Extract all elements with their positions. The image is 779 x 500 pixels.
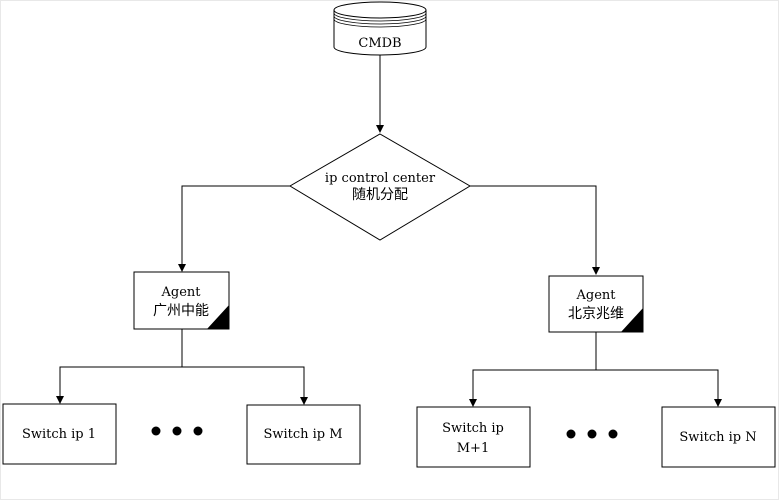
switch-m-label: Switch ip M — [263, 427, 342, 442]
agent-guangzhou-line1: Agent — [161, 285, 202, 300]
agent-corner-mark — [621, 308, 643, 332]
connector-to-switch-1 — [56, 366, 182, 404]
connector-to-switch-n — [596, 369, 722, 407]
ellipsis-right — [566, 429, 618, 439]
connector-center-agent-beijing — [470, 185, 600, 275]
cmdb-label: CMDB — [358, 36, 401, 51]
switch-box-1: Switch ip 1 — [2, 403, 117, 465]
switch-box-m: Switch ip M — [246, 404, 361, 465]
center-label-line1: ip control center — [325, 171, 436, 186]
switch-n-label: Switch ip N — [679, 430, 756, 445]
agent-beijing: Agent 北京兆维 — [548, 275, 644, 333]
switch-1-label: Switch ip 1 — [22, 427, 96, 442]
agent-corner-mark — [207, 305, 229, 329]
center-label-line2: 随机分配 — [352, 187, 408, 203]
ellipsis-left — [151, 426, 203, 436]
agent-beijing-line1: Agent — [576, 288, 617, 303]
switch-m-plus-1-label-line1: Switch ip — [442, 421, 504, 436]
switch-box-m-plus-1: Switch ip M+1 — [416, 406, 531, 468]
agent-guangzhou-line2: 广州中能 — [153, 303, 209, 319]
ip-control-center: ip control center 随机分配 — [289, 133, 471, 241]
agent-beijing-line2: 北京兆维 — [568, 306, 624, 322]
connector-to-switch-m — [182, 366, 308, 405]
switch-m-plus-1-label-line2: M+1 — [457, 441, 489, 456]
connector-to-switch-m-plus-1 — [469, 369, 596, 407]
switch-box-n: Switch ip N — [661, 406, 776, 468]
connector-center-agent-guangzhou — [178, 185, 290, 272]
cmdb-database: CMDB — [333, 1, 427, 56]
agent-guangzhou: Agent 广州中能 — [133, 271, 230, 330]
